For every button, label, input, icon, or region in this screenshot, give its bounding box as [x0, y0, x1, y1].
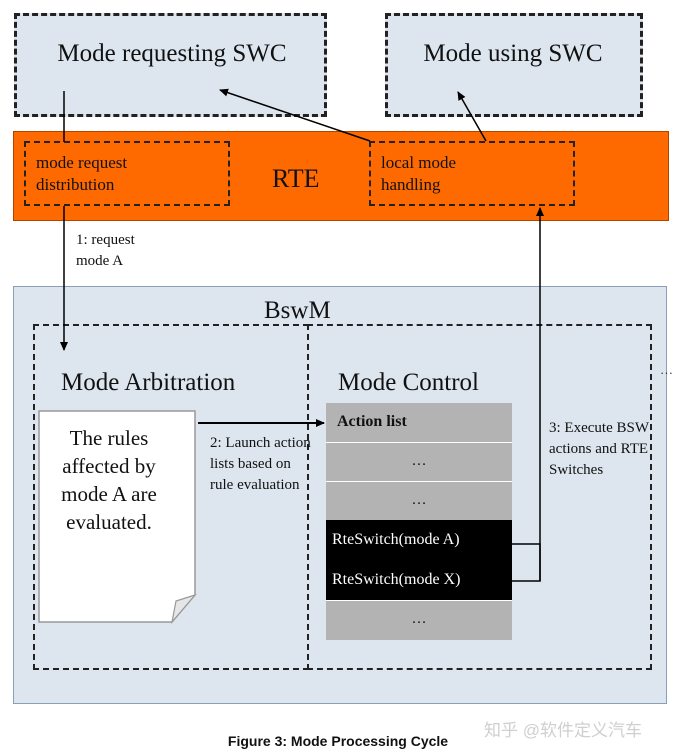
mode-requesting-swc-box: Mode requesting SWC: [14, 13, 327, 117]
watermark: 知乎 @软件定义汽车: [484, 721, 642, 740]
step1-label: 1: request mode A: [76, 232, 135, 269]
side-ellipsis: …: [660, 362, 673, 377]
action-list: Action list … … RteSwitch(mode A) RteSwi…: [326, 403, 512, 640]
action-list-header: Action list: [326, 403, 512, 442]
action-list-row: …: [326, 481, 512, 520]
figure-caption: Figure 3: Mode Processing Cycle: [227, 733, 449, 749]
step3-arrow: [512, 543, 541, 582]
mode-using-swc-label: Mode using SWC: [423, 40, 603, 67]
step2-label: 2: Launch action lists based on rule eva…: [210, 435, 311, 493]
action-row-ellipsis: …: [411, 492, 427, 508]
rte-label: RTE: [272, 164, 320, 193]
action-list-row-rteswitch-mode-a: RteSwitch(mode A): [326, 520, 512, 560]
action-row-ellipsis: …: [411, 453, 427, 469]
rules-note-shape: [38, 410, 197, 625]
step3-label: 3: Execute BSW actions and RTE Switches: [549, 420, 649, 478]
local-to-requesting-arrow: [219, 88, 371, 142]
action-row-ellipsis: …: [411, 611, 427, 627]
local-mode-handling-box: [369, 141, 575, 206]
mode-control-label: Mode Control: [338, 369, 479, 396]
mode-arbitration-label: Mode Arbitration: [61, 369, 236, 396]
mode-requesting-swc-label: Mode requesting SWC: [57, 40, 287, 67]
action-list-row-rteswitch-mode-x: RteSwitch(mode X): [326, 560, 512, 600]
action-list-header-label: Action list: [337, 413, 407, 430]
rteswitch-mode-x-label: RteSwitch(mode X): [332, 571, 461, 588]
mode-request-distribution-label: mode request distribution: [36, 153, 128, 194]
mode-using-swc-box: Mode using SWC: [385, 13, 643, 117]
rte-bar: [13, 131, 669, 221]
rteswitch-mode-a-label: RteSwitch(mode A): [332, 531, 460, 548]
rules-note-text: The rules affected by mode A are evaluat…: [61, 426, 157, 534]
mode-request-distribution-box: [24, 141, 230, 206]
action-list-row: …: [326, 600, 512, 640]
local-mode-handling-label: local mode handling: [381, 153, 457, 194]
bswm-label: BswM: [264, 297, 331, 324]
local-to-using-arrow: [457, 91, 487, 142]
mode-control-box: [307, 324, 652, 670]
action-list-row: …: [326, 442, 512, 481]
